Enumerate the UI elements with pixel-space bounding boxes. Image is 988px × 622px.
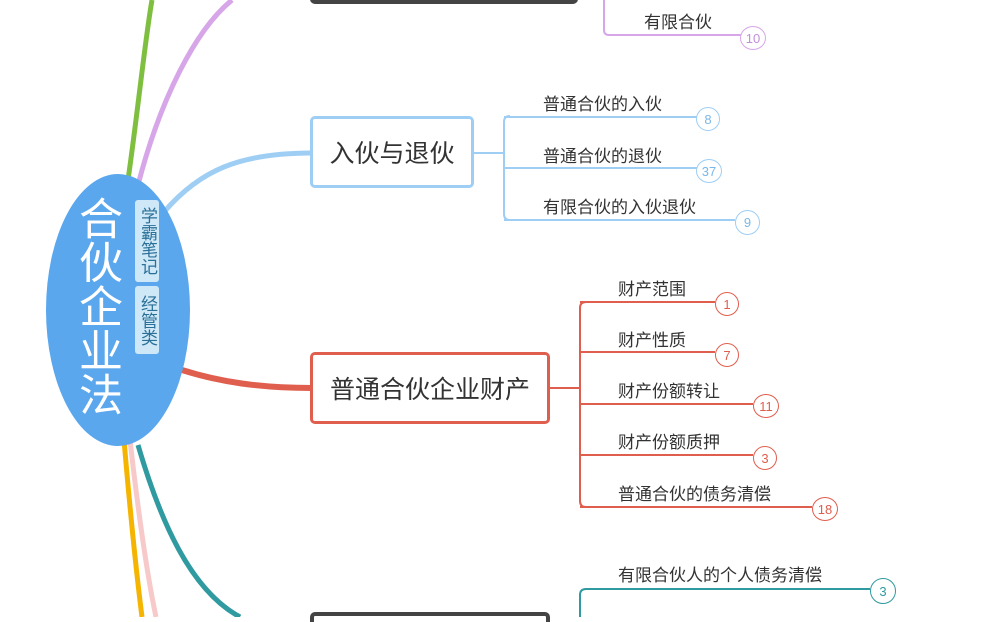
tag-management: 经管类 bbox=[135, 286, 159, 354]
tag-xueba-notes: 学霸笔记 bbox=[135, 200, 159, 282]
subtopic-gp-exit[interactable]: 普通合伙的退伙 bbox=[543, 147, 662, 167]
subtopic-debt-settlement[interactable]: 普通合伙的债务清偿 bbox=[618, 485, 771, 505]
subtopic-bracket-teal bbox=[579, 588, 870, 617]
central-topic[interactable] bbox=[46, 174, 190, 446]
subtopic-share-pledge[interactable]: 财产份额质押 bbox=[618, 433, 720, 453]
branch-line-red bbox=[181, 367, 313, 391]
subtopic-property-scope[interactable]: 财产范围 bbox=[618, 280, 686, 300]
subtopic-property-nature[interactable]: 财产性质 bbox=[618, 331, 686, 351]
branch-line-green bbox=[125, 0, 155, 181]
count-badge: 3 bbox=[753, 446, 777, 470]
branch-line-teal bbox=[135, 444, 242, 617]
count-badge: 9 bbox=[735, 210, 760, 235]
count-badge: 3 bbox=[870, 578, 896, 604]
central-topic-title: 合伙企业法 bbox=[71, 196, 122, 416]
count-badge: 1 bbox=[715, 292, 739, 316]
subtopic-lp-personal-debt[interactable]: 有限合伙人的个人债务清偿 bbox=[618, 566, 822, 586]
topic-title: 入伙与退伙 bbox=[329, 139, 455, 168]
count-badge: 8 bbox=[696, 107, 720, 131]
subtopic-limited-partnership[interactable]: 有限合伙 bbox=[644, 13, 712, 33]
count-badge: 37 bbox=[696, 159, 722, 183]
subtopic-gp-join[interactable]: 普通合伙的入伙 bbox=[543, 95, 662, 115]
branch-line-pink bbox=[127, 439, 159, 617]
count-badge: 10 bbox=[740, 26, 766, 50]
count-badge: 18 bbox=[812, 497, 838, 521]
topic-title: 普通合伙企业财产 bbox=[329, 375, 530, 404]
count-badge: 11 bbox=[753, 394, 779, 418]
branch-line-blue bbox=[162, 150, 313, 214]
subtopic-line-purple bbox=[603, 0, 742, 36]
branch-line-orange bbox=[121, 439, 145, 617]
subtopic-share-transfer[interactable]: 财产份额转让 bbox=[618, 382, 720, 402]
topic-box-partial-bottom[interactable] bbox=[310, 612, 550, 622]
topic-gp-property[interactable]: 普通合伙企业财产 bbox=[310, 352, 550, 424]
topic-box-partial-top[interactable] bbox=[310, 0, 578, 4]
topic-join-exit[interactable]: 入伙与退伙 bbox=[310, 116, 474, 188]
subtopic-lp-join-exit[interactable]: 有限合伙的入伙退伙 bbox=[543, 198, 696, 218]
branch-line-purple bbox=[135, 0, 234, 186]
count-badge: 7 bbox=[715, 343, 739, 367]
